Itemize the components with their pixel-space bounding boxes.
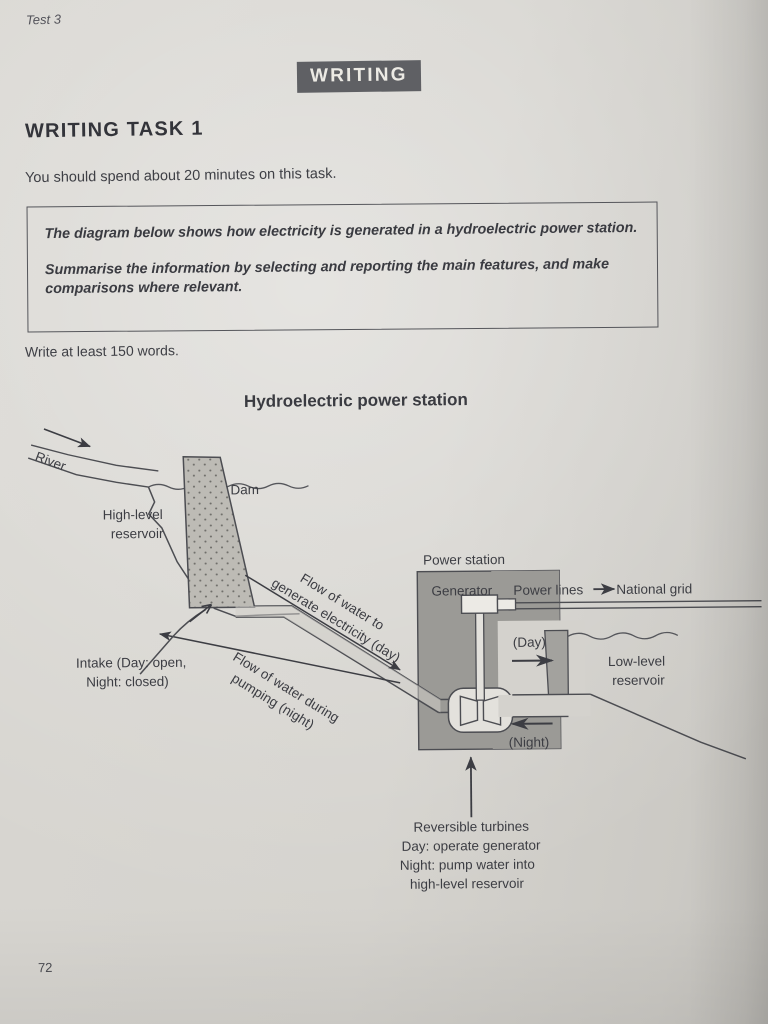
prompt-paragraph-2: Summarise the information by selecting a… [44, 256, 610, 298]
label-intake-1: Intake (Day: open, [76, 655, 186, 671]
river-flow-arrow [43, 428, 91, 448]
label-night: (Night) [509, 735, 550, 750]
low-level-reservoir-terrain [567, 631, 747, 760]
tailrace-channel [498, 693, 591, 718]
label-generator: Generator [431, 583, 492, 599]
label-river: River [33, 449, 68, 474]
label-flow-pumping: Flow of water during pumping (night) [229, 649, 342, 732]
label-turbines-4: high-level reservoir [410, 876, 525, 892]
page-title: WRITING TASK 1 [24, 117, 204, 143]
turbine-callout-arrow [465, 756, 477, 818]
prompt-text: The diagram below shows how electricity … [45, 219, 646, 316]
penstock-flow-arrows [159, 574, 401, 684]
reversible-turbine [447, 594, 517, 734]
power-lines-wires [515, 600, 762, 610]
hydroelectric-diagram: River Dam High-level reservoir Intake (D… [0, 397, 768, 924]
label-turbines-2: Day: operate generator [402, 838, 541, 854]
page-number: 72 [37, 959, 53, 976]
label-high-level-reservoir-2: reservoir [111, 526, 164, 541]
test-label: Test 3 [25, 11, 62, 28]
section-badge-writing: WRITING [296, 60, 421, 93]
dam [182, 455, 256, 609]
intake-pointer [139, 603, 213, 675]
label-low-level-reservoir-1: Low-level [608, 654, 665, 669]
label-turbines-3: Night: pump water into [400, 857, 535, 873]
label-power-station: Power station [423, 552, 505, 568]
label-turbines-1: Reversible turbines [413, 819, 529, 835]
task-instruction-time: You should spend about 20 minutes on thi… [24, 165, 337, 187]
label-dam: Dam [230, 482, 259, 497]
day-flow-arrow [244, 574, 401, 671]
label-day: (Day) [513, 635, 546, 650]
high-level-reservoir-terrain [27, 444, 309, 618]
label-high-level-reservoir-1: High-level [103, 507, 163, 523]
label-power-lines: Power lines [513, 582, 583, 598]
label-intake-2: Night: closed) [86, 674, 169, 690]
word-count-instruction: Write at least 150 words. [24, 342, 179, 360]
night-flow-arrow [159, 631, 401, 684]
label-low-level-reservoir-2: reservoir [612, 673, 665, 688]
label-national-grid: National grid [616, 581, 692, 597]
